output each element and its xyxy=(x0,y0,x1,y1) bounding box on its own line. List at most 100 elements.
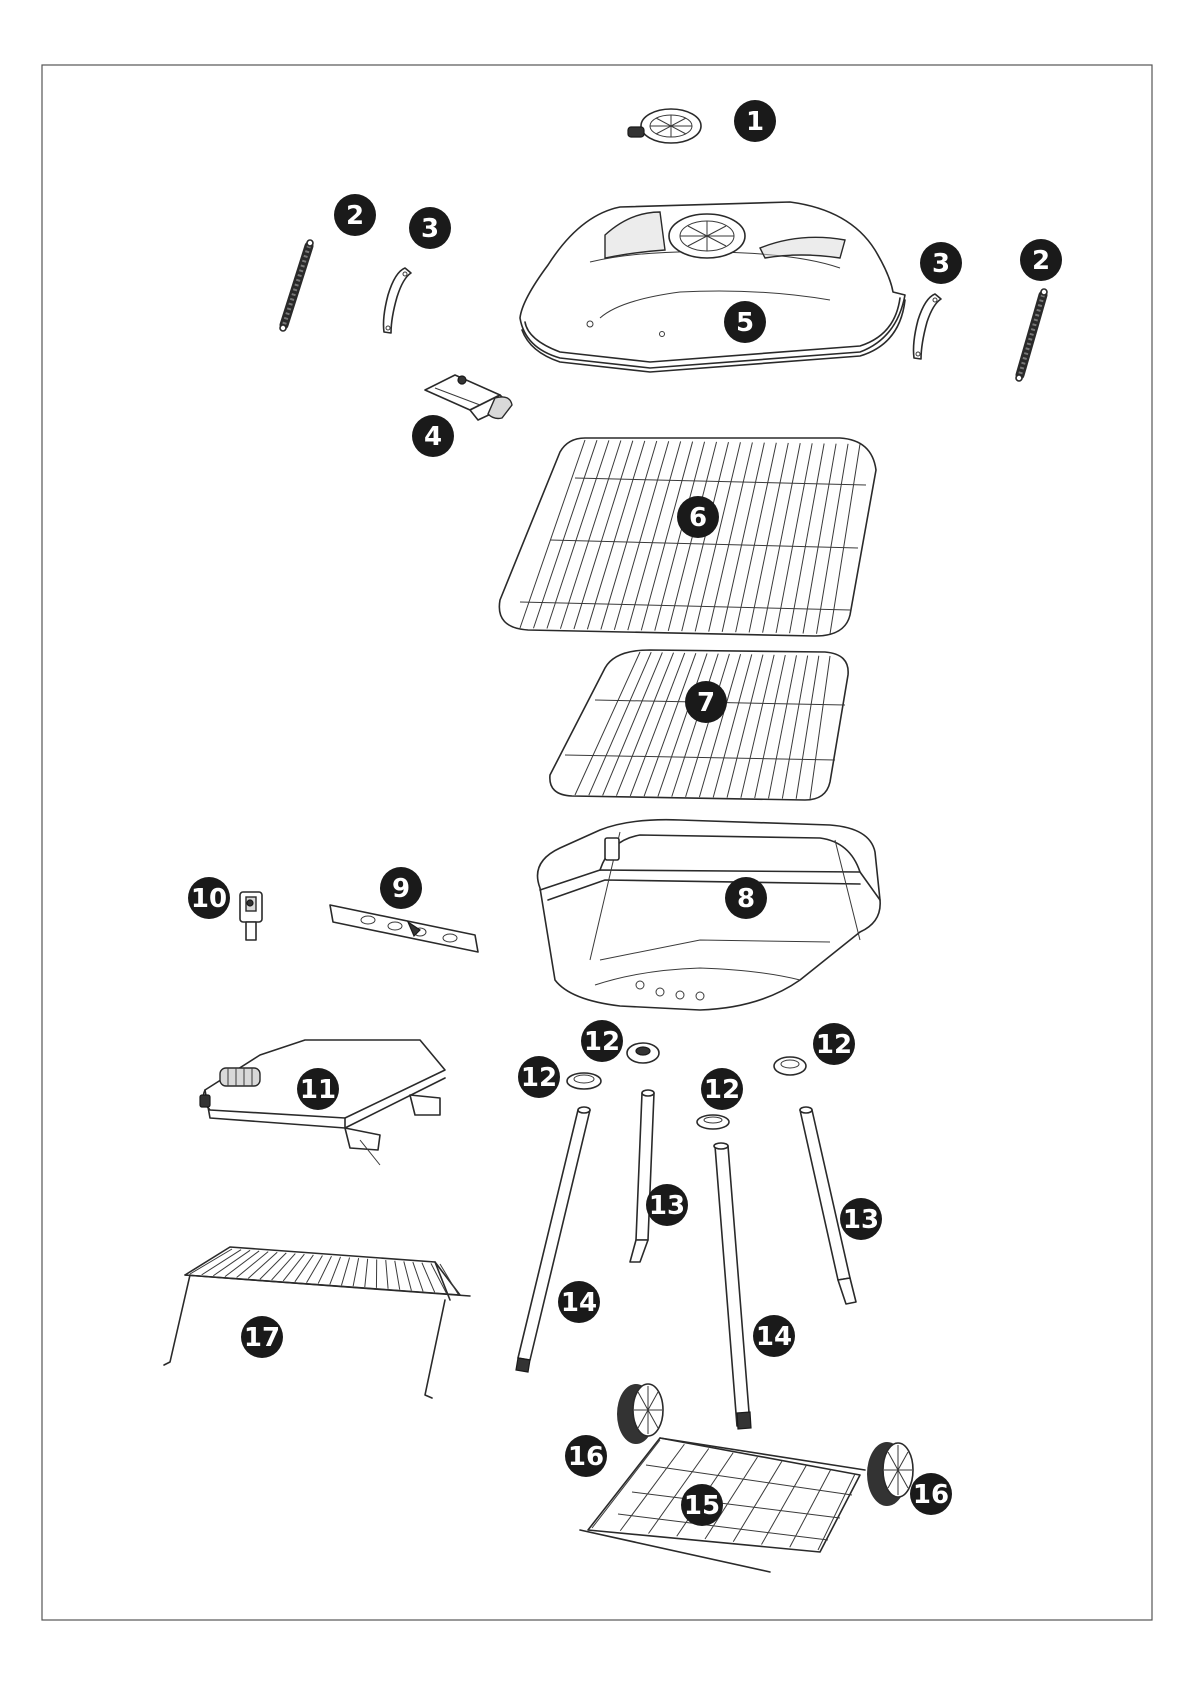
part-wheel-left xyxy=(617,1384,663,1444)
part-leg-cap-d xyxy=(774,1057,806,1075)
part-leg-upper-left xyxy=(630,1090,654,1262)
grid-bar xyxy=(658,653,707,796)
svg-text:1: 1 xyxy=(746,107,764,137)
svg-text:3: 3 xyxy=(421,214,439,244)
grid-bar xyxy=(574,441,633,629)
part-lid xyxy=(520,202,905,372)
label-badge-12-d: 12 xyxy=(813,1023,855,1065)
part-leg-lower-right xyxy=(714,1143,751,1429)
grid-bar xyxy=(644,653,696,796)
part-lid-handle xyxy=(425,375,512,420)
grid-bar xyxy=(547,440,609,628)
svg-text:9: 9 xyxy=(392,874,410,904)
part-vent-cap xyxy=(628,109,701,143)
part-hinge-bracket-left xyxy=(384,268,412,333)
svg-text:16: 16 xyxy=(913,1480,949,1510)
label-badge-15: 15 xyxy=(681,1484,723,1526)
grid-bar xyxy=(810,656,830,799)
grid-bar xyxy=(630,653,684,796)
svg-text:12: 12 xyxy=(584,1027,620,1057)
svg-text:12: 12 xyxy=(704,1075,740,1105)
label-badge-17: 17 xyxy=(241,1316,283,1358)
svg-text:14: 14 xyxy=(756,1322,792,1352)
label-badge-9: 9 xyxy=(380,867,422,909)
label-badge-12-c: 12 xyxy=(701,1068,743,1110)
svg-text:7: 7 xyxy=(697,688,715,718)
label-badge-4: 4 xyxy=(412,415,454,457)
label-badge-2-left: 2 xyxy=(334,194,376,236)
grid-bar xyxy=(272,1254,296,1281)
label-badge-3-right: 3 xyxy=(920,242,962,284)
svg-text:8: 8 xyxy=(737,884,755,914)
grid-bar xyxy=(520,440,585,628)
label-badge-1: 1 xyxy=(734,100,776,142)
svg-text:16: 16 xyxy=(568,1442,604,1472)
grid-bar xyxy=(601,441,657,630)
svg-text:2: 2 xyxy=(346,201,364,231)
grid-bar xyxy=(190,1249,232,1274)
grid-bar xyxy=(641,442,692,631)
part-spring-right xyxy=(1016,289,1047,381)
svg-text:10: 10 xyxy=(191,884,227,914)
label-badge-10: 10 xyxy=(188,877,230,919)
label-badge-12-a: 12 xyxy=(581,1020,623,1062)
part-warming-rack xyxy=(164,1247,470,1398)
part-cooking-grid xyxy=(499,438,876,636)
grid-bar xyxy=(699,654,740,797)
grid-bar xyxy=(386,1260,388,1289)
grid-bar xyxy=(395,1261,400,1290)
grid-bar xyxy=(560,441,620,629)
grid-bar xyxy=(803,444,836,634)
part-wheel-right xyxy=(867,1442,913,1506)
svg-text:5: 5 xyxy=(736,308,754,338)
label-badge-12-b: 12 xyxy=(518,1056,560,1098)
part-leg-lower-left xyxy=(516,1107,590,1372)
label-badge-6: 6 xyxy=(677,496,719,538)
label-badge-13-right: 13 xyxy=(840,1198,882,1240)
label-badge-7: 7 xyxy=(685,681,727,723)
part-charcoal-grid xyxy=(550,650,848,800)
grid-bar xyxy=(341,1257,349,1285)
grid-bar xyxy=(709,442,753,631)
part-spring-left xyxy=(280,240,313,331)
grid-bar xyxy=(295,1255,314,1282)
label-badge-14-right: 14 xyxy=(753,1315,795,1357)
part-leg-cap-c xyxy=(697,1115,729,1129)
grid-bar xyxy=(782,656,807,799)
grid-bar xyxy=(830,444,860,634)
grid-bar xyxy=(762,1466,807,1545)
grid-bar xyxy=(722,443,764,632)
grid-bar xyxy=(769,655,797,798)
grid-bar xyxy=(330,1257,341,1285)
grid-bar xyxy=(616,653,673,796)
grid-bar xyxy=(404,1261,412,1290)
part-latch xyxy=(240,892,262,940)
part-hinge-bracket-right xyxy=(914,294,942,359)
grid-bar xyxy=(260,1253,286,1279)
grid-bar xyxy=(575,652,640,795)
grid-bar xyxy=(413,1262,423,1291)
svg-text:11: 11 xyxy=(300,1075,336,1105)
grid-bar xyxy=(353,1258,358,1286)
part-mounting-bar xyxy=(330,905,478,952)
svg-text:3: 3 xyxy=(932,249,950,279)
part-leg-cap-b xyxy=(627,1043,659,1063)
svg-text:14: 14 xyxy=(561,1288,597,1318)
label-badge-13-left: 13 xyxy=(646,1184,688,1226)
label-badge-3-left: 3 xyxy=(409,207,451,249)
svg-text:2: 2 xyxy=(1032,246,1050,276)
svg-text:13: 13 xyxy=(649,1191,685,1221)
svg-text:6: 6 xyxy=(689,503,707,533)
grid-bar xyxy=(736,443,777,632)
grid-bar xyxy=(686,654,730,797)
grid-bar xyxy=(755,655,786,798)
svg-text:15: 15 xyxy=(684,1491,720,1521)
label-badge-8: 8 xyxy=(725,877,767,919)
grid-bar xyxy=(603,652,663,795)
part-bowl xyxy=(538,820,881,1010)
grid-bar xyxy=(365,1259,368,1287)
svg-text:13: 13 xyxy=(843,1205,879,1235)
grid-bar xyxy=(202,1250,241,1275)
grid-bar xyxy=(440,1264,458,1294)
